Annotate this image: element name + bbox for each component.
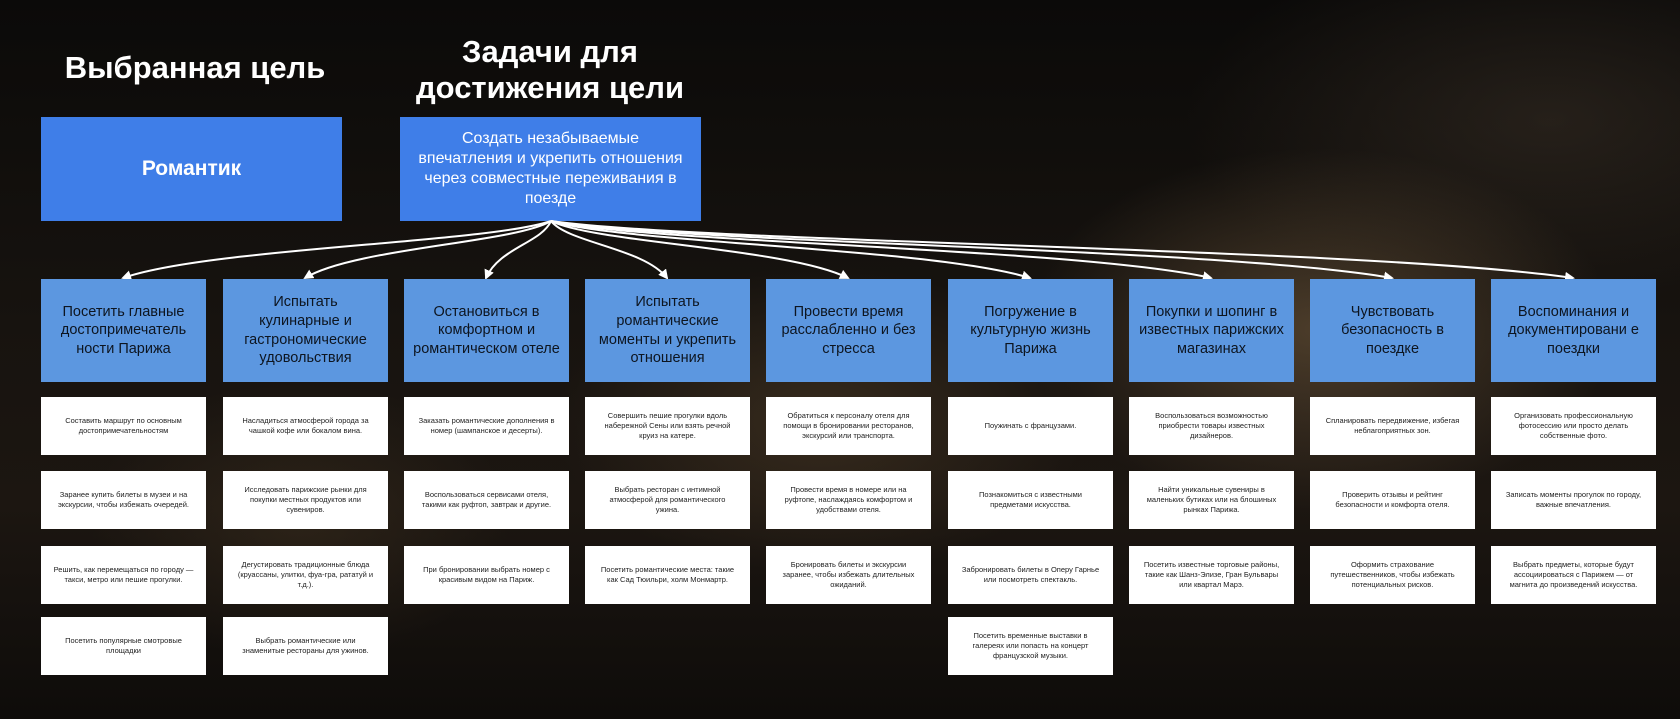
subtask-card: Посетить популярные смотровые площадки <box>41 617 206 675</box>
subtask-card: Посетить известные торговые районы, таки… <box>1129 546 1294 604</box>
task-header: Чувствовать безопасность в поездке <box>1310 279 1475 382</box>
subtask-card: Заранее купить билеты в музеи и на экску… <box>41 471 206 529</box>
subtask-card: Поужинать с французами. <box>948 397 1113 455</box>
subtask-card: Спланировать передвижение, избегая небла… <box>1310 397 1475 455</box>
subtask-card: Насладиться атмосферой города за чашкой … <box>223 397 388 455</box>
task-header: Провести время расслабленно и без стресс… <box>766 279 931 382</box>
subtask-card: Записать моменты прогулок по городу, важ… <box>1491 471 1656 529</box>
goal-heading: Выбранная цель <box>64 50 326 85</box>
subtask-card: Исследовать парижские рынки для покупки … <box>223 471 388 529</box>
connector-arrow <box>550 220 850 279</box>
subtask-card: Бронировать билеты и экскурсии заранее, … <box>766 546 931 604</box>
subtask-card: Оформить страхование путешественников, ч… <box>1310 546 1475 604</box>
subtask-card: При бронировании выбрать номер с красивы… <box>404 546 569 604</box>
subtask-card: Посетить временные выставки в галереях и… <box>948 617 1113 675</box>
connector-arrow <box>550 220 669 280</box>
subtask-card: Дегустировать традиционные блюда (круасс… <box>223 546 388 604</box>
task-header: Остановиться в комфортном и романтическо… <box>404 279 569 382</box>
subtask-card: Выбрать предметы, которые будут ассоциир… <box>1491 546 1656 604</box>
task-header: Испытать романтические моменты и укрепит… <box>585 279 750 382</box>
subtask-card: Воспользоваться возможностью приобрести … <box>1129 397 1294 455</box>
subtask-card: Познакомиться с известными предметами ис… <box>948 471 1113 529</box>
subtask-card: Воспользоваться сервисами отеля, такими … <box>404 471 569 529</box>
subtask-card: Решить, как перемещаться по городу — так… <box>41 546 206 604</box>
subtask-card: Организовать профессиональную фотосессию… <box>1491 397 1656 455</box>
subtask-card: Выбрать романтические или знаменитые рес… <box>223 617 388 675</box>
task-header: Покупки и шопинг в известных парижских м… <box>1129 279 1294 382</box>
subtask-card: Проверить отзывы и рейтинг безопасности … <box>1310 471 1475 529</box>
subtask-card: Составить маршрут по основным достоприме… <box>41 397 206 455</box>
main-task-box: Создать незабываемые впечатления и укреп… <box>400 117 701 221</box>
subtask-card: Совершить пешие прогулки вдоль набережно… <box>585 397 750 455</box>
subtask-card: Посетить романтические места: такие как … <box>585 546 750 604</box>
subtask-card: Выбрать ресторан с интимной атмосферой д… <box>585 471 750 529</box>
connector-arrow <box>121 220 552 281</box>
task-header: Посетить главные достопримечатель ности … <box>41 279 206 382</box>
connector-arrow <box>550 220 1394 282</box>
subtask-card: Заказать романтические дополнения в номе… <box>404 397 569 455</box>
selected-goal-box: Романтик <box>41 117 342 221</box>
connector-arrow <box>550 220 1213 282</box>
tasks-heading: Задачи для достижения цели <box>415 34 685 105</box>
connector-arrow <box>550 220 1575 282</box>
subtask-card: Обратиться к персоналу отеля для помощи … <box>766 397 931 455</box>
connector-arrow <box>303 220 552 280</box>
subtask-card: Найти уникальные сувениры в маленьких бу… <box>1129 471 1294 529</box>
subtask-card: Провести время в номере или на руфтопе, … <box>766 471 931 529</box>
subtask-card: Забронировать билеты в Оперу Гарнье или … <box>948 546 1113 604</box>
connector-arrow <box>484 220 552 280</box>
connector-arrow <box>550 220 1032 281</box>
task-header: Погружение в культурную жизнь Парижа <box>948 279 1113 382</box>
task-header: Испытать кулинарные и гастрономические у… <box>223 279 388 382</box>
task-header: Воспоминания и документировани е поездки <box>1491 279 1656 382</box>
